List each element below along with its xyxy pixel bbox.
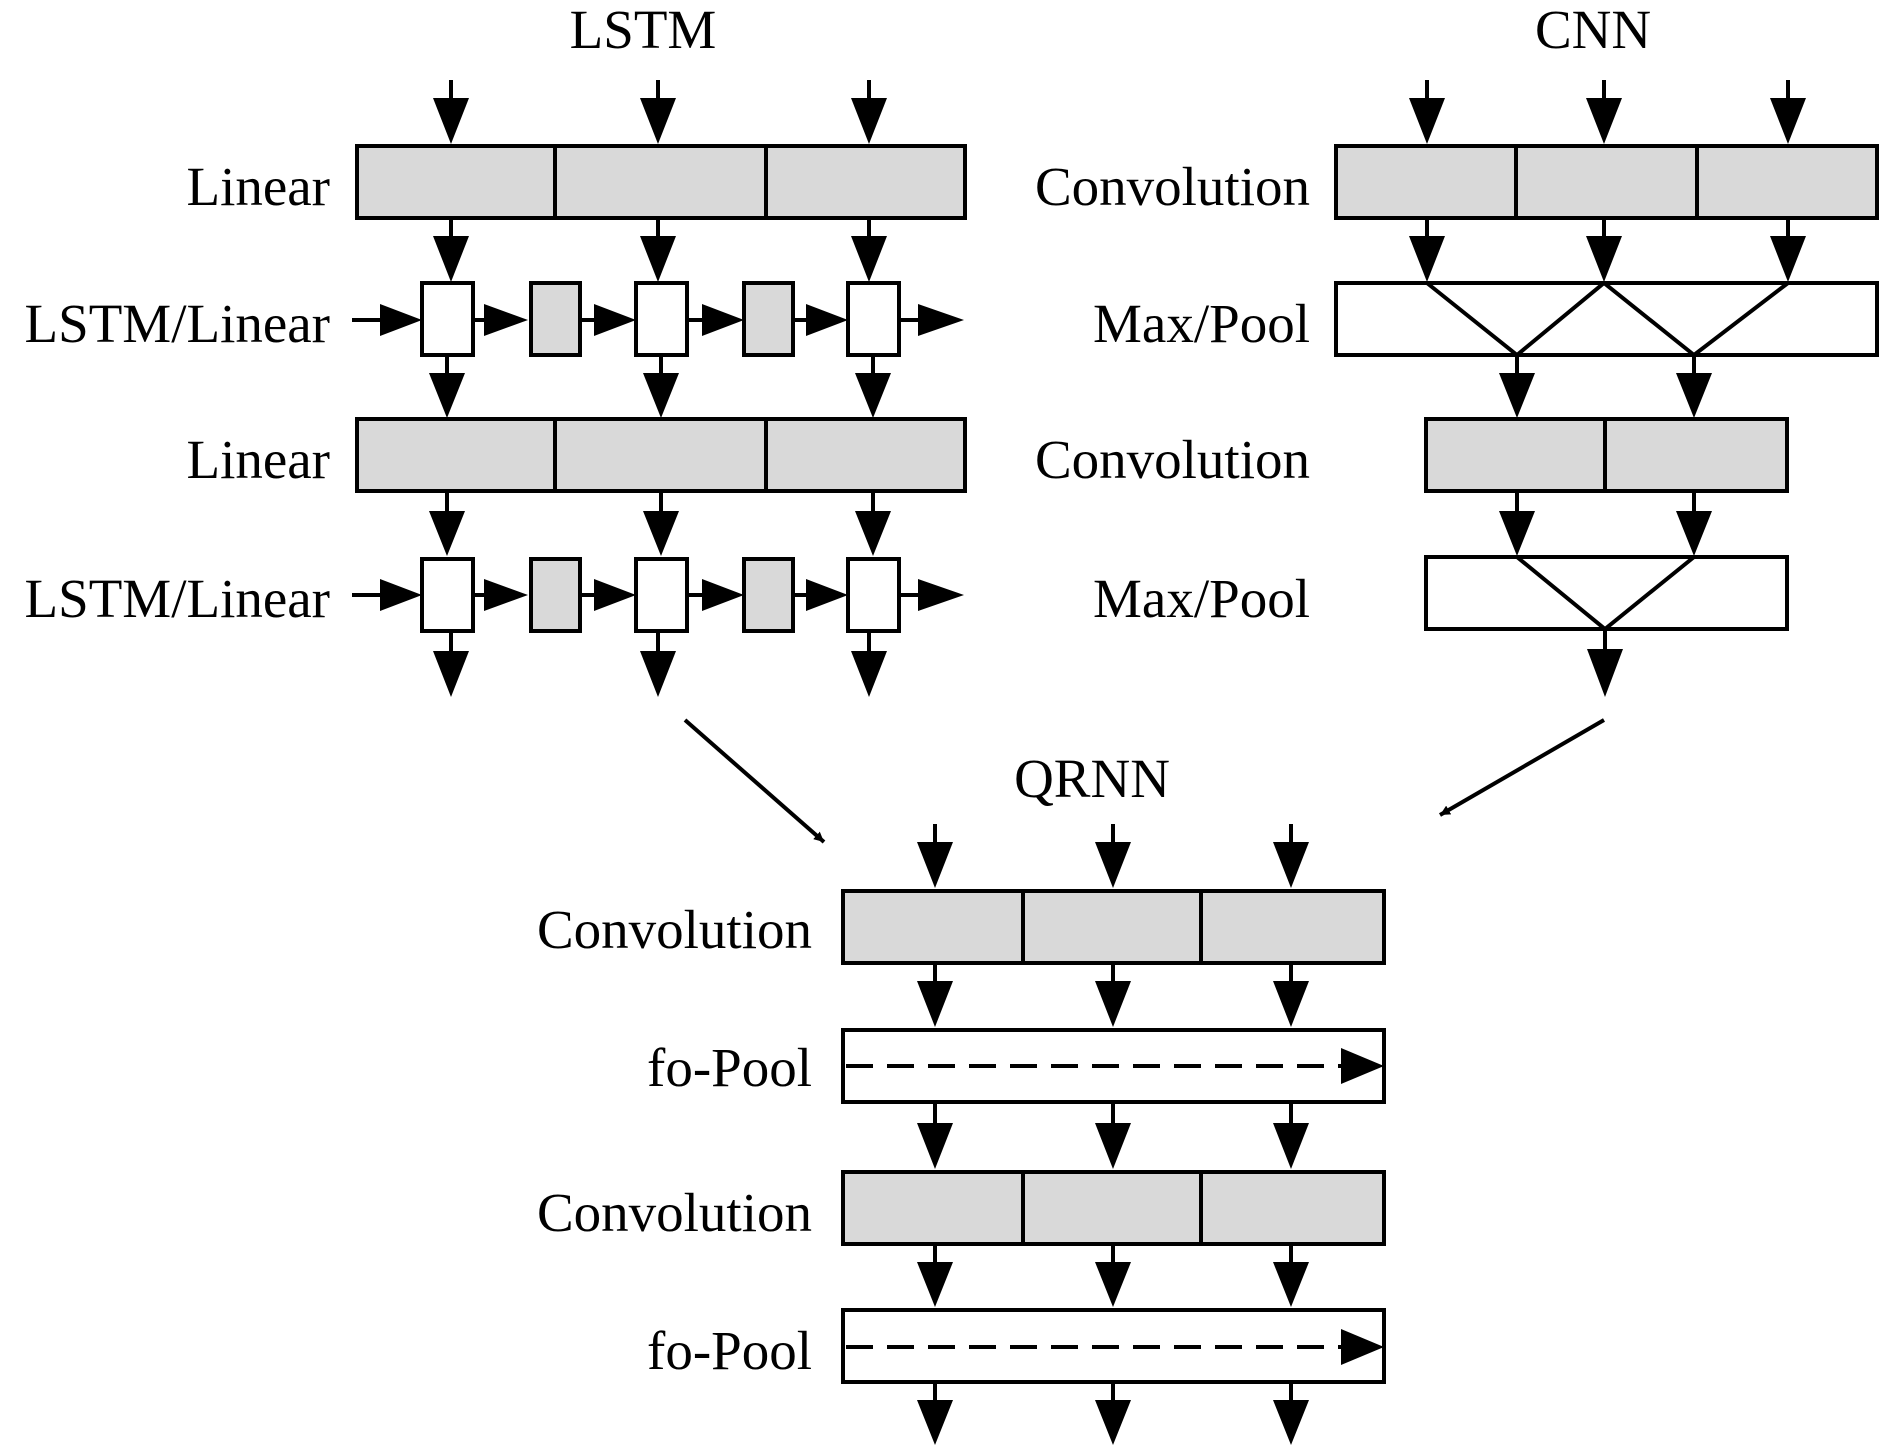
- qrnn-label-fo-pool-2: fo-Pool: [647, 1320, 812, 1381]
- cnn-arrows-1: [1409, 218, 1806, 282]
- merge-arrows: [683, 718, 1606, 844]
- cnn-maxpool-layer-1: [1334, 280, 1879, 358]
- qrnn-arrows-3: [917, 1244, 1309, 1307]
- qrnn-fo-pool-layer-1: [841, 1028, 1386, 1104]
- lstm-recurrent-row-1: [352, 281, 964, 357]
- qrnn-label-convolution-1: Convolution: [537, 899, 812, 960]
- qrnn-input-arrows: [917, 824, 1309, 888]
- cnn-convolution-layer-2: [1424, 417, 1789, 493]
- lstm-to-qrnn-arrow: [683, 718, 826, 844]
- lstm-linear-layer-1: [355, 144, 967, 220]
- lstm-arrows-3: [429, 491, 891, 556]
- qrnn-convolution-layer-2: [841, 1170, 1386, 1246]
- qrnn-arrows-1: [917, 963, 1309, 1027]
- cnn-maxpool-layer-2: [1424, 555, 1789, 632]
- cnn-to-qrnn-arrow: [1438, 718, 1606, 817]
- qrnn-title: QRNN: [1014, 748, 1170, 809]
- cnn-title: CNN: [1535, 0, 1651, 60]
- lstm-title: LSTM: [570, 0, 717, 60]
- cnn-arrows-2: [1499, 355, 1712, 418]
- lstm-label-linear-2: Linear: [186, 429, 330, 490]
- lstm-input-arrows: [433, 80, 887, 144]
- cnn-convolution-layer-1: [1334, 144, 1879, 220]
- lstm-arrows-1: [433, 218, 887, 282]
- qrnn-convolution-layer-1: [841, 889, 1386, 965]
- lstm-linear-layer-2: [355, 417, 967, 493]
- qrnn-label-convolution-2: Convolution: [537, 1182, 812, 1243]
- cnn-label-convolution-1: Convolution: [1035, 156, 1310, 217]
- lstm-label-linear-1: Linear: [186, 156, 330, 217]
- lstm-label-lstm-linear-2: LSTM/Linear: [25, 568, 330, 629]
- lstm-panel: LSTM Linear LSTM/Linear Linear LSTM/Line…: [25, 0, 967, 697]
- lstm-arrows-2: [429, 355, 891, 418]
- qrnn-arrows-2: [917, 1102, 1309, 1169]
- lstm-output-arrows: [433, 631, 887, 697]
- qrnn-output-arrows: [917, 1382, 1309, 1445]
- cnn-label-maxpool-2: Max/Pool: [1093, 568, 1310, 629]
- lstm-label-lstm-linear-1: LSTM/Linear: [25, 293, 330, 354]
- cnn-arrows-3: [1499, 491, 1712, 556]
- qrnn-panel: QRNN Convolution fo-Pool Convolution fo-…: [537, 748, 1386, 1445]
- cnn-label-convolution-2: Convolution: [1035, 429, 1310, 490]
- lstm-recurrent-row-2: [352, 557, 964, 633]
- qrnn-label-fo-pool-1: fo-Pool: [647, 1037, 812, 1098]
- qrnn-fo-pool-layer-2: [841, 1308, 1386, 1384]
- cnn-input-arrows: [1409, 80, 1806, 144]
- cnn-label-maxpool-1: Max/Pool: [1093, 293, 1310, 354]
- cnn-output-arrow: [1587, 629, 1623, 697]
- cnn-panel: CNN Convolution Max/Pool Convolution Max…: [1035, 0, 1879, 697]
